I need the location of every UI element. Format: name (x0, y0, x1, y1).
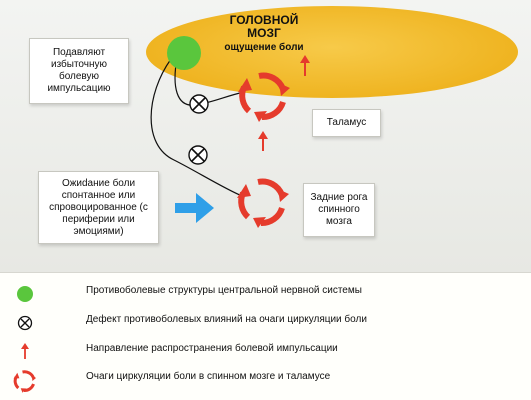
red-arrow-icon (258, 131, 268, 151)
thalamus-circulation-icon (238, 72, 290, 122)
spinal-circulation-icon (237, 178, 289, 228)
red-arrow-icon (21, 343, 29, 359)
legend-text-defect: Дефект противоболевых влияний на очаги ц… (86, 314, 367, 325)
dorsal-horns-label: Задние рога спинного мозга (303, 183, 375, 237)
legend: Противоболевые структуры центральной нер… (0, 273, 531, 400)
brain-ellipse (146, 6, 518, 98)
circulation-icon (13, 370, 36, 393)
legend-row-defect: Дефект противоболевых влияний на очаги ц… (0, 308, 531, 334)
brain-title-line2: МОЗГ (247, 26, 281, 40)
green-circle-icon (17, 286, 33, 302)
crossed-circle-icon (188, 145, 208, 165)
legend-row-antipain: Противоболевые структуры центральной нер… (0, 279, 531, 305)
thalamus-label: Таламус (312, 109, 381, 137)
red-arrow-icon (300, 55, 310, 76)
inhibition-line-spinal (150, 58, 243, 197)
crossed-circle-icon (17, 315, 33, 331)
legend-text-direction: Направление распространения болевой импу… (86, 343, 338, 354)
green-antipain-circle (167, 36, 201, 70)
legend-text-circulation: Очаги циркуляции боли в спинном мозге и … (86, 371, 331, 382)
legend-text-antipain: Противоболевые структуры центральной нер… (86, 285, 362, 296)
blue-arrow-icon (175, 193, 214, 223)
brain-title-line1: ГОЛОВНОЙ (229, 13, 299, 27)
legend-row-circulation: Очаги циркуляции боли в спинном мозге и … (0, 365, 531, 393)
brain-subtitle: ощущение боли (224, 42, 304, 53)
legend-row-direction: Направление распространения болевой импу… (0, 337, 531, 363)
expectation-label: Ожиdание боли спонтанное или спровоциров… (38, 171, 159, 244)
suppress-label: Подавляют избыточную болевую импульсацию (29, 38, 129, 104)
diagram-lines (150, 36, 310, 228)
crossed-circle-icon (189, 94, 209, 114)
